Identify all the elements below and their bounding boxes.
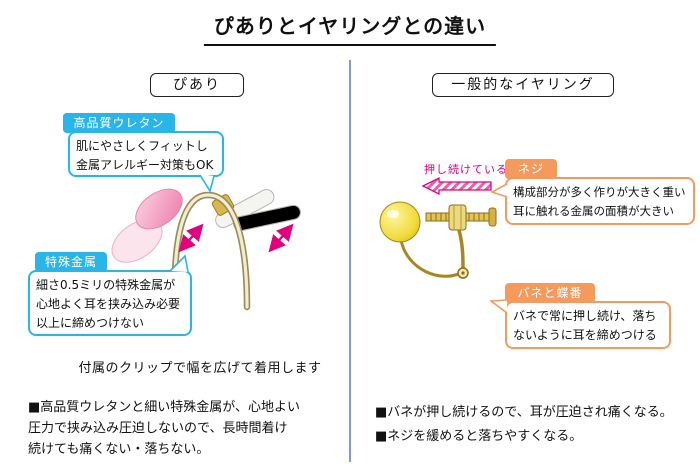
piari-earring-illustration [111, 188, 301, 311]
spring-bubble-pointer [489, 299, 508, 314]
right-summary-line: ■ネジを緩めると落ちやすくなる。 [375, 429, 583, 444]
left-summary-line: 続けても痛くない・落ちない。 [28, 442, 210, 457]
left-summary: ■高品質ウレタンと細い特殊金属が、心地よい 圧力で挟み込み圧迫しないので、長時間… [28, 397, 348, 460]
clip-earring-illustration [379, 201, 497, 279]
screw-text-line: 構成部分が多く作りが大きく重い [513, 185, 686, 199]
metal-callout-bubble: 細さ0.5ミリの特殊金属が 心地よく耳を挟み込み必要 以上に締めつけない [28, 270, 192, 336]
metal-callout-label: 特殊金属 [35, 252, 107, 272]
left-column-header: ぴあり [150, 73, 244, 97]
column-divider [349, 60, 351, 462]
screw-bubble-pointer [491, 183, 508, 198]
metal-text-line: 細さ0.5ミリの特殊金属が [36, 278, 176, 292]
urethane-callout-label: 高品質ウレタン [63, 113, 175, 133]
right-summary-line: ■バネが押し続けるので、耳が圧迫され痛くなる。 [375, 405, 673, 420]
clip-shape [215, 189, 301, 232]
urethane-bubble-pointer [199, 174, 215, 193]
push-direction-arrow [421, 176, 492, 196]
spring-callout-label: バネと蝶番 [505, 283, 595, 303]
screw-callout-label: ネジ [505, 159, 557, 179]
spring-text-line: バネで常に押し続け、落ち [513, 309, 657, 323]
page-title: ぴありとイヤリングとの違い [203, 10, 497, 46]
screw-text-line: 耳に触れる金属の面積が大きい [513, 204, 674, 218]
push-label: 押し続けている [424, 163, 508, 176]
left-summary-line: ■高品質ウレタンと細い特殊金属が、心地よい [28, 400, 301, 415]
metal-text-line: 以上に締めつけない [36, 316, 145, 330]
squeeze-arrow-left [178, 223, 204, 253]
left-caption: 付属のクリップで幅を広げて着用します [78, 361, 322, 376]
urethane-callout-bubble: 肌にやさしくフィットし 金属アレルギー対策もOK [68, 131, 224, 177]
urethane-text-line: 肌にやさしくフィットし [76, 139, 208, 153]
urethane-text-line: 金属アレルギー対策もOK [76, 158, 214, 172]
screw-callout-bubble: 構成部分が多く作りが大きく重い 耳に触れる金属の面積が大きい [505, 177, 695, 225]
metal-bubble-pointer [169, 254, 189, 273]
left-summary-line: 圧力で挟み込み圧迫しないので、長時間着け [28, 421, 288, 436]
right-column-header: 一般的なイヤリング [432, 73, 614, 97]
spring-text-line: ないように耳を締めつける [513, 328, 657, 342]
spring-callout-bubble: バネで常に押し続け、落ち ないように耳を締めつける [505, 301, 671, 349]
metal-text-line: 心地よく耳を挟み込み必要 [36, 297, 181, 311]
squeeze-arrow-right [268, 223, 294, 253]
